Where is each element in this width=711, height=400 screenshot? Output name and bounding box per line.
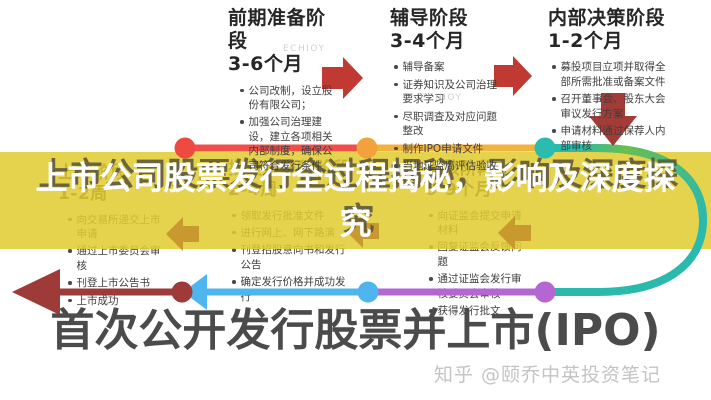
bullet-text: 公司改制，设立股份有限公司； xyxy=(248,84,333,111)
bullet-dot-icon xyxy=(68,298,72,303)
stage-title: 辅导阶段 xyxy=(390,7,469,29)
bullet-dot-icon xyxy=(232,280,236,284)
bullet-text: 确定发行价格并成功发行 xyxy=(240,276,346,303)
banner-headline: 上市公司股票发行全过程揭秘，影响及深度探 究 xyxy=(0,156,711,246)
bullet-dot-icon xyxy=(394,82,398,87)
bullet-dot-icon xyxy=(552,129,556,133)
site-watermark: ECHIOY xyxy=(420,93,463,103)
banner-headline-line1: 上市公司股票发行全过程揭秘，影响及深度探 xyxy=(35,159,676,197)
bullet-text: 刊登上市公告书 xyxy=(76,277,151,290)
bullet-dot-icon xyxy=(394,114,398,119)
stage-bullets: 募投项目立项并取得全部所需批准或备案文件召开董事会、股东大会审议发行方案申请材料… xyxy=(552,60,668,153)
bullet-text: 召开董事会、股东大会审议发行方案 xyxy=(560,93,666,120)
bullet-dot-icon xyxy=(429,277,433,281)
bullet-text: 申请材料通过保荐人内部审核 xyxy=(560,125,666,152)
bullet-item: 加强公司治理建设，建立各项相关内部制度，确保公司符合发行条件 xyxy=(240,115,336,173)
stage-duration: 3-4个月 xyxy=(390,30,465,53)
bullet-text: 获得发行批文 xyxy=(437,305,501,318)
bullet-text: 上市成功 xyxy=(76,294,119,307)
stage-internal-decision: 内部决策阶段 1-2个月 募投项目立项并取得全部所需批准或备案文件召开董事会、股… xyxy=(548,7,668,156)
bullet-dot-icon xyxy=(68,249,72,253)
bullet-dot-icon xyxy=(232,248,236,252)
bullet-dot-icon xyxy=(429,309,433,313)
stage-duration: 1-2个月 xyxy=(548,30,623,53)
bullet-item: 刊登上市公告书 xyxy=(68,276,162,290)
bullet-item: 尽职调查及对应问题整改 xyxy=(394,110,506,139)
bullet-item: 公司改制，设立股份有限公司； xyxy=(240,84,336,113)
banner-headline-line2: 究 xyxy=(339,204,372,242)
bullet-dot-icon xyxy=(68,281,72,285)
bullet-item: 上市成功 xyxy=(68,294,162,308)
footer-title: 首次公开发行股票并上市(IPO) xyxy=(50,305,661,356)
site-watermark: ECHIOY xyxy=(283,44,326,54)
stage-preparation: 前期准备阶段 3-6个月 公司改制，设立股份有限公司； 加强公司治理建设，建立各项… xyxy=(228,7,338,176)
bullet-dot-icon xyxy=(394,146,398,151)
bullet-text: 募投项目立项并取得全部所需批准或备案文件 xyxy=(560,61,666,88)
bullet-item: 制作IPO申请文件 xyxy=(394,142,506,156)
stage-duration: 3-6个月 xyxy=(228,53,303,76)
bullet-text: 辅导备案 xyxy=(402,61,445,74)
bullet-text: 当地证监局评估验收 xyxy=(402,160,498,173)
site-watermark: ECHIOY xyxy=(570,64,613,74)
stage-bullets: 公司改制，设立股份有限公司； 加强公司治理建设，建立各项相关内部制度，确保公司符合… xyxy=(240,84,336,174)
bullet-item: 获得发行批文 xyxy=(429,304,529,318)
bullet-item: 召开董事会、股东大会审议发行方案 xyxy=(552,92,668,121)
stage-title: 内部决策阶段 xyxy=(548,7,666,29)
bullet-text: 制作IPO申请文件 xyxy=(402,142,484,155)
stage-bullets: 辅导备案证券知识及公司治理要求学习尽职调查及对应问题整改制作IPO申请文件当地证… xyxy=(394,60,506,173)
bullet-item: 申请材料通过保荐人内部审核 xyxy=(552,124,668,153)
bullet-item: 证券知识及公司治理要求学习 xyxy=(394,78,506,107)
bullet-dot-icon xyxy=(552,65,556,69)
stage-coaching: 辅导阶段 3-4个月 辅导备案证券知识及公司治理要求学习尽职调查及对应问题整改制… xyxy=(390,7,508,177)
bullet-dot-icon xyxy=(240,120,244,124)
bullet-item: 当地证监局评估验收 xyxy=(394,159,506,173)
bullet-text: 尽职调查及对应问题整改 xyxy=(402,110,498,138)
bullet-item: 募投项目立项并取得全部所需批准或备案文件 xyxy=(552,60,668,89)
bullet-item: 辅导备案 xyxy=(394,60,506,74)
bullet-dot-icon xyxy=(394,65,398,69)
bullet-text: 证券知识及公司治理要求学习 xyxy=(402,78,498,106)
footer-watermark: 知乎 @颐乔中英投资笔记 xyxy=(433,364,661,386)
bullet-dot-icon xyxy=(552,97,556,101)
bullet-dot-icon xyxy=(240,88,244,93)
bullet-item: 确定发行价格并成功发行 xyxy=(232,275,350,304)
stage-title: 前期准备阶段 xyxy=(228,7,326,53)
bullet-dot-icon xyxy=(394,164,398,168)
bullet-text: 加强公司治理建设，建立各项相关内部制度，确保公司符合发行条件 xyxy=(248,116,333,172)
